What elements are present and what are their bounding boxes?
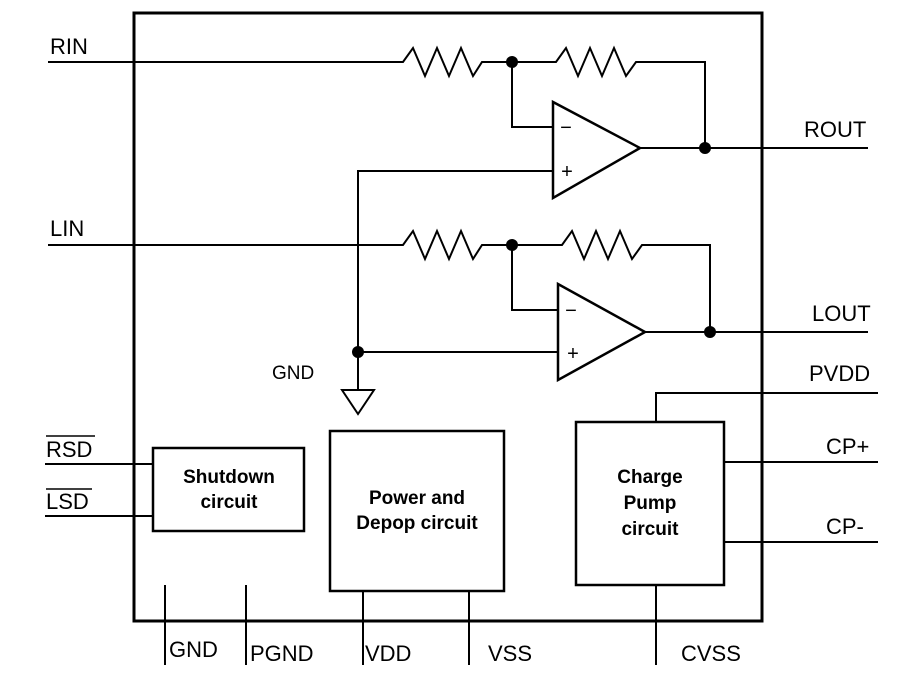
- charge-pump-circuit-block: [574, 420, 726, 587]
- shutdown-label-line2: circuit: [200, 492, 258, 513]
- opamp-right-plus: +: [561, 161, 573, 183]
- pin-gnd-label: GND: [169, 637, 218, 662]
- power-label-line1: Power and: [369, 488, 465, 509]
- pin-cvss-label: CVSS: [681, 641, 741, 666]
- opamp-left-minus: −: [565, 300, 577, 322]
- opamp-left: [556, 281, 648, 383]
- left-channel: − +: [48, 228, 868, 383]
- pin-cp-plus-label: CP+: [826, 434, 869, 459]
- power-depop-circuit-block: [328, 429, 506, 593]
- right-channel: − +: [48, 45, 868, 352]
- pin-rout-label: ROUT: [804, 117, 866, 142]
- gnd-symbol-label: GND: [272, 363, 314, 384]
- shutdown-circuit-block: [151, 446, 306, 533]
- shutdown-label-line1: Shutdown: [183, 467, 275, 488]
- lout-junction-dot: [704, 326, 716, 338]
- chip-outline: [132, 11, 764, 623]
- opamp-right-minus: −: [560, 117, 572, 139]
- lin-input-path: [48, 228, 711, 332]
- charge-pump-label-line3: circuit: [621, 519, 679, 540]
- right-noninverting-wire: [357, 170, 553, 352]
- pin-pgnd-label: PGND: [250, 641, 314, 666]
- pin-pvdd-label: PVDD: [809, 361, 870, 386]
- charge-pump-label-line1: Charge: [617, 467, 682, 488]
- pin-lout-label: LOUT: [812, 301, 871, 326]
- power-label-line2: Depop circuit: [356, 513, 478, 534]
- charge-pump-label-line2: Pump: [624, 493, 677, 514]
- rout-junction-dot: [699, 142, 711, 154]
- opamp-left-plus: +: [567, 343, 579, 365]
- lin-feedback-wire: [511, 245, 558, 311]
- pin-cp-minus-label: CP-: [826, 514, 864, 539]
- opamp-right: [551, 99, 643, 201]
- ground-icon: [340, 389, 376, 416]
- pin-vss-label: VSS: [488, 641, 532, 666]
- pin-rin-label: RIN: [50, 34, 88, 59]
- rin-input-path: [48, 45, 706, 148]
- pin-vdd-label: VDD: [365, 641, 411, 666]
- pin-lsd-label: LSD: [46, 489, 89, 514]
- pvdd-wire: [655, 392, 878, 422]
- rin-feedback-wire: [511, 62, 553, 128]
- pin-rsd-label: RSD: [46, 437, 92, 462]
- pin-lin-label: LIN: [50, 216, 84, 241]
